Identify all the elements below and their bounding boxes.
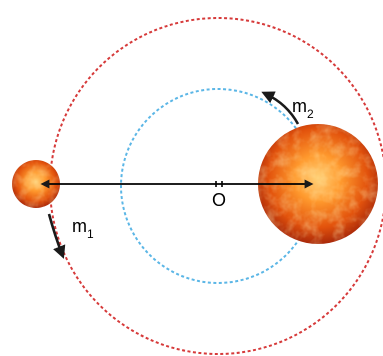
m2-motion-arrow <box>261 91 300 125</box>
m1-motion-arrow <box>47 213 66 259</box>
label-m1: m1 <box>72 216 94 241</box>
label-center-o: O <box>212 190 226 210</box>
star-m1 <box>12 160 60 208</box>
star-m2 <box>258 124 378 244</box>
center-of-mass-marker <box>215 181 223 187</box>
label-m2: m2 <box>292 96 314 121</box>
